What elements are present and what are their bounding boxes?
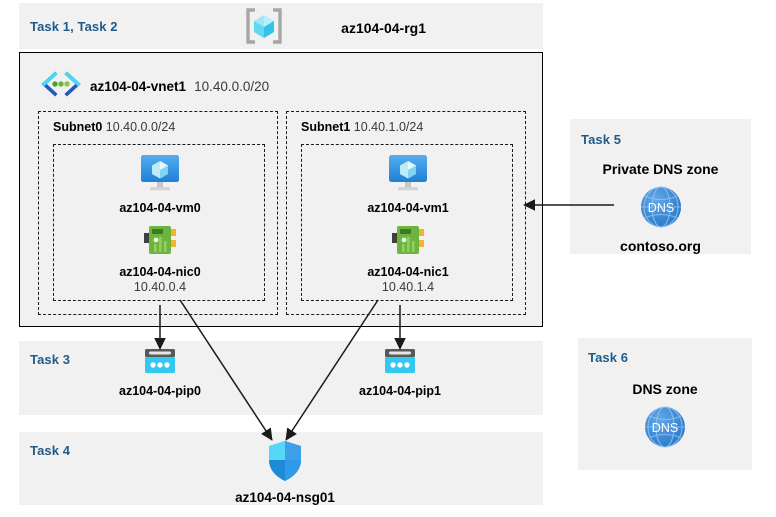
- vm-0-name: az104-04-vm0: [119, 201, 201, 215]
- task-label-4: Task 4: [30, 443, 71, 458]
- subnet-1-box: Subnet1 10.40.1.0/24: [286, 111, 526, 315]
- network-security-group-icon: [215, 440, 355, 487]
- svg-text:DNS: DNS: [652, 421, 678, 435]
- virtual-network-box: az104-04-vnet1 10.40.0.0/20 Subnet0 10.4…: [19, 52, 543, 327]
- vm-1-node[interactable]: az104-04-vm1: [302, 153, 514, 216]
- svg-text:DNS: DNS: [647, 201, 673, 215]
- network-interface-icon: [54, 223, 266, 262]
- nic-1-node[interactable]: az104-04-nic1 10.40.1.4: [302, 223, 514, 295]
- virtual-machine-icon: [302, 153, 514, 198]
- task-label-3: Task 3: [30, 352, 71, 367]
- public-dns-node[interactable]: DNS: [578, 404, 752, 455]
- nic-0-private-ip: 10.40.0.4: [133, 280, 187, 294]
- subnet-1-name: Subnet1: [301, 120, 351, 134]
- virtual-machine-icon: [54, 153, 266, 198]
- task-label-6: Task 6: [588, 350, 629, 365]
- public-ip-address-icon: [95, 348, 225, 381]
- dns-zone-icon: DNS: [578, 404, 752, 455]
- task-label-5: Task 5: [581, 132, 622, 147]
- private-dns-name: contoso.org: [620, 238, 701, 254]
- nic-0-name: az104-04-nic0: [119, 265, 201, 279]
- subnet-0-box: Subnet0 10.40.0.0/24: [38, 111, 278, 315]
- public-ip-1-node[interactable]: az104-04-pip1: [335, 348, 465, 399]
- public-ip-1-name: az104-04-pip1: [359, 384, 441, 398]
- subnet-0-name: Subnet0: [53, 120, 103, 134]
- subnet-1-inner-box: az104-04-vm1: [301, 144, 513, 301]
- resource-group-node[interactable]: az104-04-rg1: [196, 7, 426, 47]
- public-dns-panel: [578, 338, 752, 470]
- resource-group-icon: [244, 7, 284, 50]
- dns-zone-icon: DNS: [570, 184, 751, 235]
- subnet-0-inner-box: az104-04-vm0: [53, 144, 265, 301]
- public-ip-0-name: az104-04-pip0: [119, 384, 201, 398]
- virtual-network-header: az104-04-vnet1 10.40.0.0/20: [40, 71, 269, 102]
- public-ip-panel: [19, 341, 543, 415]
- virtual-network-icon: [40, 71, 82, 102]
- virtual-network-cidr: 10.40.0.0/20: [194, 79, 270, 94]
- public-ip-0-node[interactable]: az104-04-pip0: [95, 348, 225, 399]
- vm-0-node[interactable]: az104-04-vm0: [54, 153, 266, 216]
- private-dns-heading: Private DNS zone: [602, 161, 719, 177]
- nic-1-private-ip: 10.40.1.4: [381, 280, 435, 294]
- nsg-node[interactable]: az104-04-nsg01: [215, 440, 355, 505]
- nic-0-node[interactable]: az104-04-nic0 10.40.0.4: [54, 223, 266, 295]
- nic-1-name: az104-04-nic1: [367, 265, 449, 279]
- private-dns-node[interactable]: DNS contoso.org: [570, 184, 751, 254]
- resource-group-name: az104-04-rg1: [341, 20, 426, 36]
- task-label-1-2: Task 1, Task 2: [30, 19, 118, 34]
- public-dns-heading: DNS zone: [632, 381, 698, 397]
- virtual-network-name: az104-04-vnet1: [90, 79, 187, 94]
- nsg-name: az104-04-nsg01: [235, 490, 335, 505]
- subnet-1-title: Subnet1 10.40.1.0/24: [301, 120, 423, 134]
- network-interface-icon: [302, 223, 514, 262]
- vm-1-name: az104-04-vm1: [367, 201, 449, 215]
- subnet-1-cidr: 10.40.1.0/24: [353, 120, 424, 134]
- subnet-0-cidr: 10.40.0.0/24: [105, 120, 176, 134]
- public-ip-address-icon: [335, 348, 465, 381]
- subnet-0-title: Subnet0 10.40.0.0/24: [53, 120, 175, 134]
